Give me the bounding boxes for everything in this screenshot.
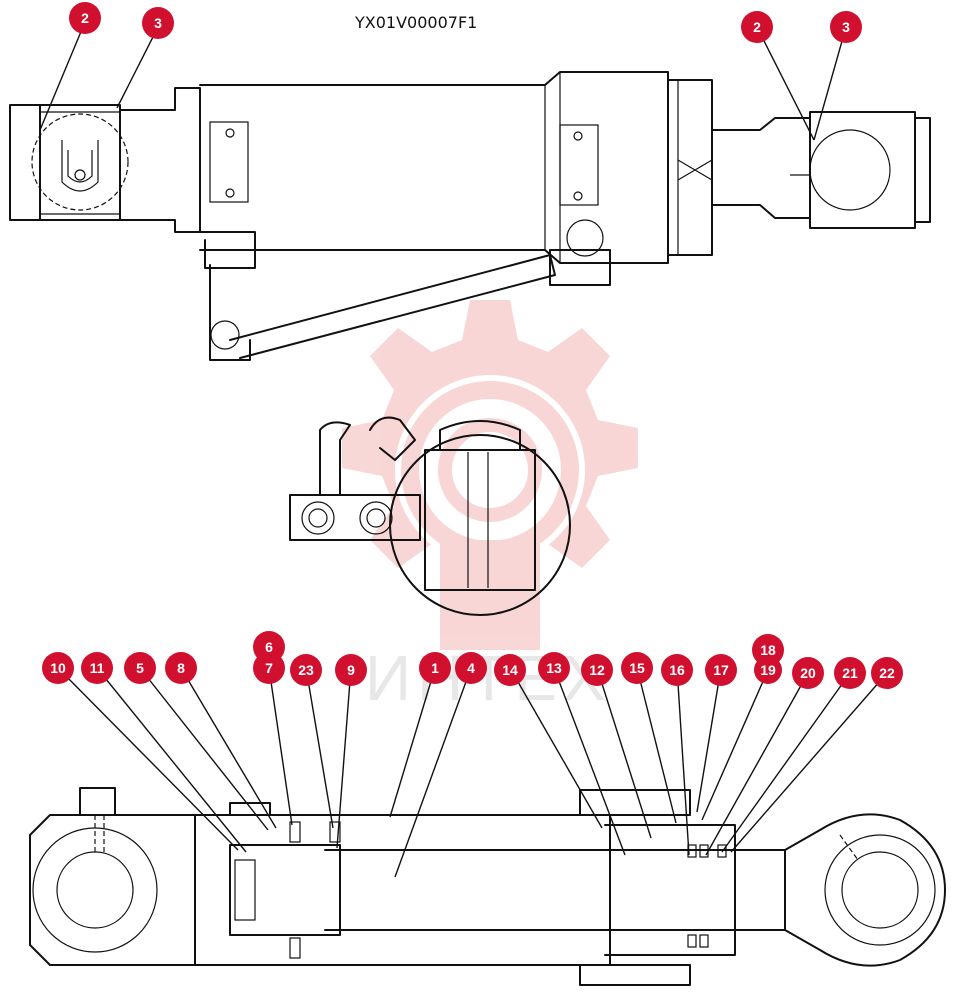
callout-9: 9 xyxy=(335,654,367,686)
callout-label: 7 xyxy=(265,660,273,676)
callout-13: 13 xyxy=(538,652,570,684)
callout-22: 22 xyxy=(871,657,903,689)
callout-2-left: 2 xyxy=(69,2,101,34)
callout-label: 4 xyxy=(467,660,475,676)
callout-1: 1 xyxy=(419,652,451,684)
callout-label: 14 xyxy=(502,662,518,678)
callout-3-left: 3 xyxy=(142,7,174,39)
section-view xyxy=(29,787,946,986)
callout-label: 12 xyxy=(589,662,605,678)
callout-label: 3 xyxy=(842,19,850,35)
callout-18: 18 xyxy=(752,634,784,666)
callout-label: 2 xyxy=(753,19,761,35)
callout-label: 17 xyxy=(713,662,729,678)
callout-label: 18 xyxy=(760,642,776,658)
callout-label: 15 xyxy=(629,660,645,676)
callout-label: 16 xyxy=(669,662,685,678)
callout-14: 14 xyxy=(494,654,526,686)
section-leaders xyxy=(57,667,888,878)
callout-label: 22 xyxy=(879,665,895,681)
callout-5: 5 xyxy=(124,652,156,684)
callout-label: 8 xyxy=(177,660,185,676)
callout-label: 9 xyxy=(347,662,355,678)
callout-label: 20 xyxy=(800,665,816,681)
callout-16: 16 xyxy=(661,654,693,686)
callout-8: 8 xyxy=(165,652,197,684)
watermark-gear-logo xyxy=(342,300,638,650)
callout-11: 11 xyxy=(81,652,113,684)
callout-4: 4 xyxy=(455,652,487,684)
callout-3-right: 3 xyxy=(830,11,862,43)
callout-7: 7 xyxy=(253,652,285,684)
callout-label: 13 xyxy=(546,660,562,676)
callout-label: 23 xyxy=(298,662,314,678)
callout-10: 10 xyxy=(42,652,74,684)
callout-label: 19 xyxy=(760,662,776,678)
callout-17: 17 xyxy=(705,654,737,686)
top-view-leaders xyxy=(39,21,847,141)
callout-label: 21 xyxy=(842,665,858,681)
callout-2-right: 2 xyxy=(741,11,773,43)
callout-label: 11 xyxy=(90,660,105,676)
drawing-code: YX01V00007F1 xyxy=(354,13,477,32)
callout-label: 5 xyxy=(136,660,144,676)
callout-label: 3 xyxy=(154,15,162,31)
callout-label: 10 xyxy=(50,660,66,676)
top-view-cylinder xyxy=(9,71,931,361)
callout-label: 6 xyxy=(265,639,273,655)
watermark-text: ИНТЕХ xyxy=(365,642,612,714)
callout-label: 2 xyxy=(81,10,89,26)
callout-23: 23 xyxy=(290,654,322,686)
callout-label: 1 xyxy=(431,660,439,676)
callout-19: 19 xyxy=(754,656,782,684)
callout-15: 15 xyxy=(621,652,653,684)
callout-21: 21 xyxy=(834,657,866,689)
callout-12: 12 xyxy=(581,654,613,686)
callout-20: 20 xyxy=(792,657,824,689)
end-view xyxy=(289,416,571,616)
